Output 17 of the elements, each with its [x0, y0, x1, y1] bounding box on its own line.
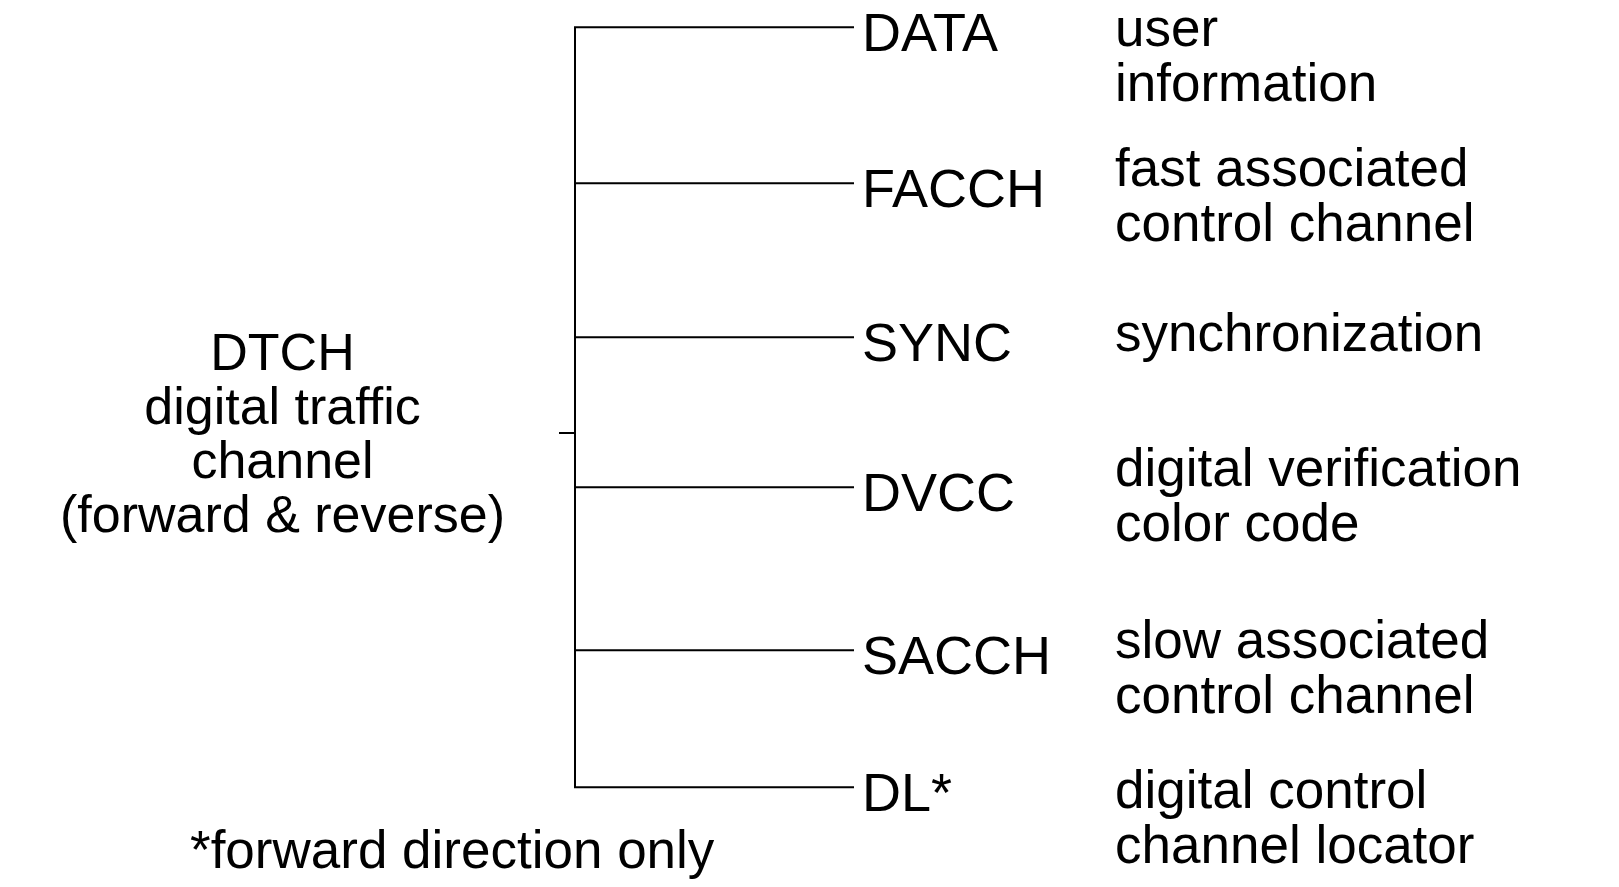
channel-description: digital verification color code — [1115, 440, 1523, 550]
channel-name: DTCH — [210, 325, 355, 379]
channel-name: DATA — [862, 2, 998, 62]
channel-name: DL* — [862, 762, 953, 822]
channel-name: DVCC — [862, 462, 1015, 522]
channel-name: SYNC — [862, 312, 1013, 372]
channel-description: user information — [1115, 0, 1379, 110]
channel-description: synchronization — [1115, 305, 1485, 360]
channel-description: (forward & reverse) — [60, 487, 505, 541]
channel-description: digital traffic channel — [143, 379, 422, 487]
channel-description: fast associated control channel — [1115, 140, 1476, 250]
channel-name: SACCH — [862, 625, 1052, 685]
channel-description: slow associated control channel — [1115, 612, 1491, 722]
channel-description: digital control channel locator — [1115, 762, 1476, 872]
footnote: *forward direction only — [190, 820, 715, 880]
connector-line — [558, 432, 855, 789]
channel-name: FACCH — [862, 158, 1045, 218]
